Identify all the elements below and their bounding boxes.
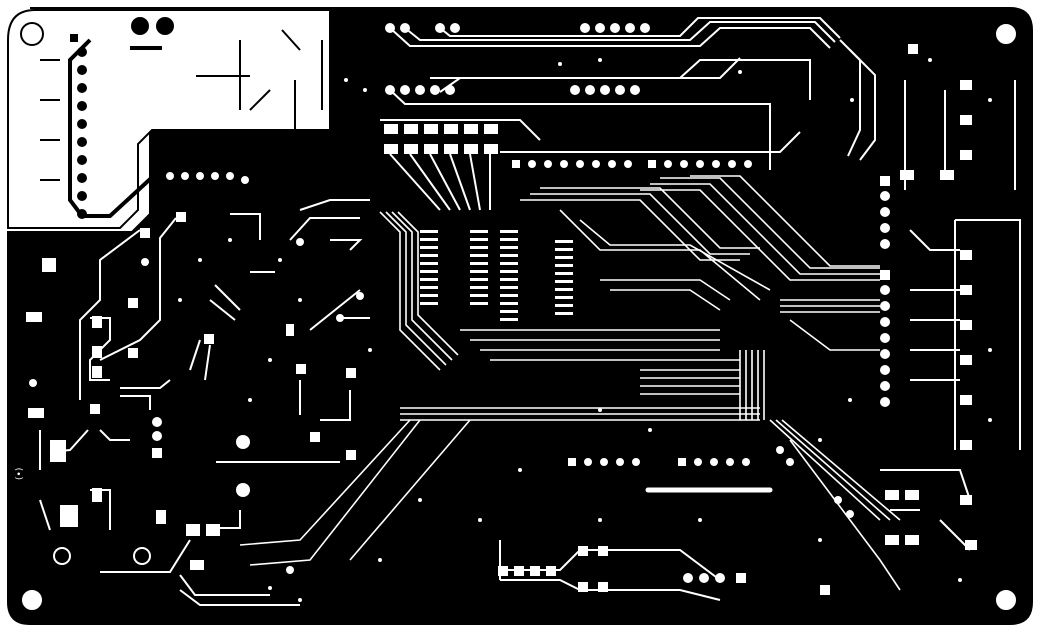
- connector-header-left: [70, 34, 87, 219]
- vias: [178, 58, 992, 602]
- header-row-bottom: [568, 458, 750, 466]
- mounting-hole-top-left: [20, 22, 44, 46]
- top-pads: [385, 23, 650, 95]
- smd-pad-array: [384, 124, 498, 154]
- right-connector: [880, 176, 890, 407]
- left-copper-traces: [39, 199, 370, 606]
- routing-fanout: [239, 175, 901, 591]
- ic-footprint-middle: [500, 230, 573, 321]
- top-left-pads: [130, 17, 174, 50]
- mounting-hole-bottom-left: [20, 588, 44, 612]
- left-components: [26, 212, 356, 570]
- board-outline: [7, 7, 1033, 625]
- mounting-hole-bottom-right: [994, 588, 1018, 612]
- top-bus-traces: [380, 17, 876, 170]
- right-edge-traces: [880, 80, 1021, 551]
- mounting-holes: [20, 22, 1018, 612]
- header-row-top: [512, 160, 752, 168]
- ic-footprint-left: [420, 230, 488, 305]
- left-connector-area: [7, 9, 331, 229]
- board-annotation: (•): [15, 468, 25, 480]
- mounting-hole-top-right: [994, 22, 1018, 46]
